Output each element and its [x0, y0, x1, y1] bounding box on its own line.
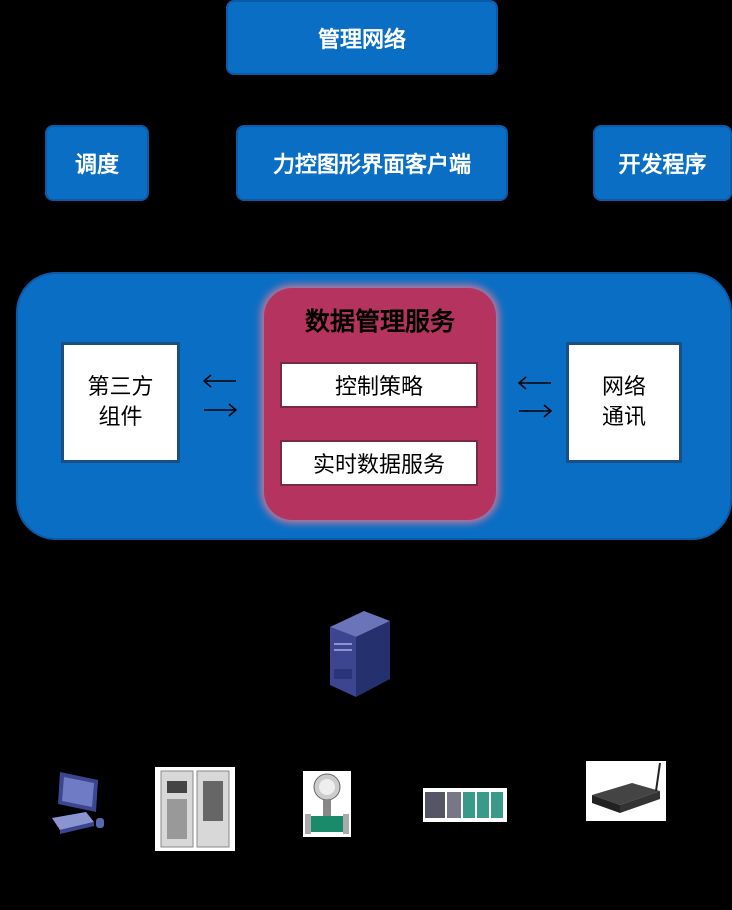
dispatch-box: 调度 [45, 125, 149, 201]
network-comm-box: 网络通讯 [566, 342, 682, 463]
data-mgmt-service-panel: 数据管理服务 控制策略 实时数据服务 [264, 288, 496, 520]
arrow-right-icon [204, 403, 238, 417]
arrow-right-icon [519, 404, 553, 418]
third-party-label: 第三方组件 [87, 374, 154, 430]
control-strategy-box: 控制策略 [280, 362, 478, 408]
realtime-service-box: 实时数据服务 [280, 440, 478, 486]
data-mgmt-service-title: 数据管理服务 [304, 307, 455, 336]
dev-program-label: 开发程序 [618, 153, 707, 178]
gateway-icon [586, 761, 666, 821]
hmi-client-label: 力控图形界面客户端 [272, 153, 471, 178]
mgmt-network-label: 管理网络 [317, 27, 406, 53]
arrow-left-icon [202, 374, 236, 388]
computer-icon [52, 772, 104, 834]
network-comm-label: 网络通讯 [601, 374, 646, 430]
third-party-box: 第三方组件 [61, 342, 180, 463]
server-icon [330, 611, 390, 697]
flowmeter-icon [303, 771, 351, 837]
plc-icon [423, 788, 507, 822]
mgmt-network-box: 管理网络 [226, 0, 498, 75]
hmi-client-box: 力控图形界面客户端 [236, 125, 508, 201]
dev-program-box: 开发程序 [593, 125, 732, 201]
dispatch-label: 调度 [74, 153, 119, 178]
control-strategy-label: 控制策略 [334, 375, 423, 400]
cabinet-icon [155, 767, 235, 851]
arrow-left-icon [517, 376, 551, 390]
realtime-service-label: 实时数据服务 [312, 453, 445, 478]
